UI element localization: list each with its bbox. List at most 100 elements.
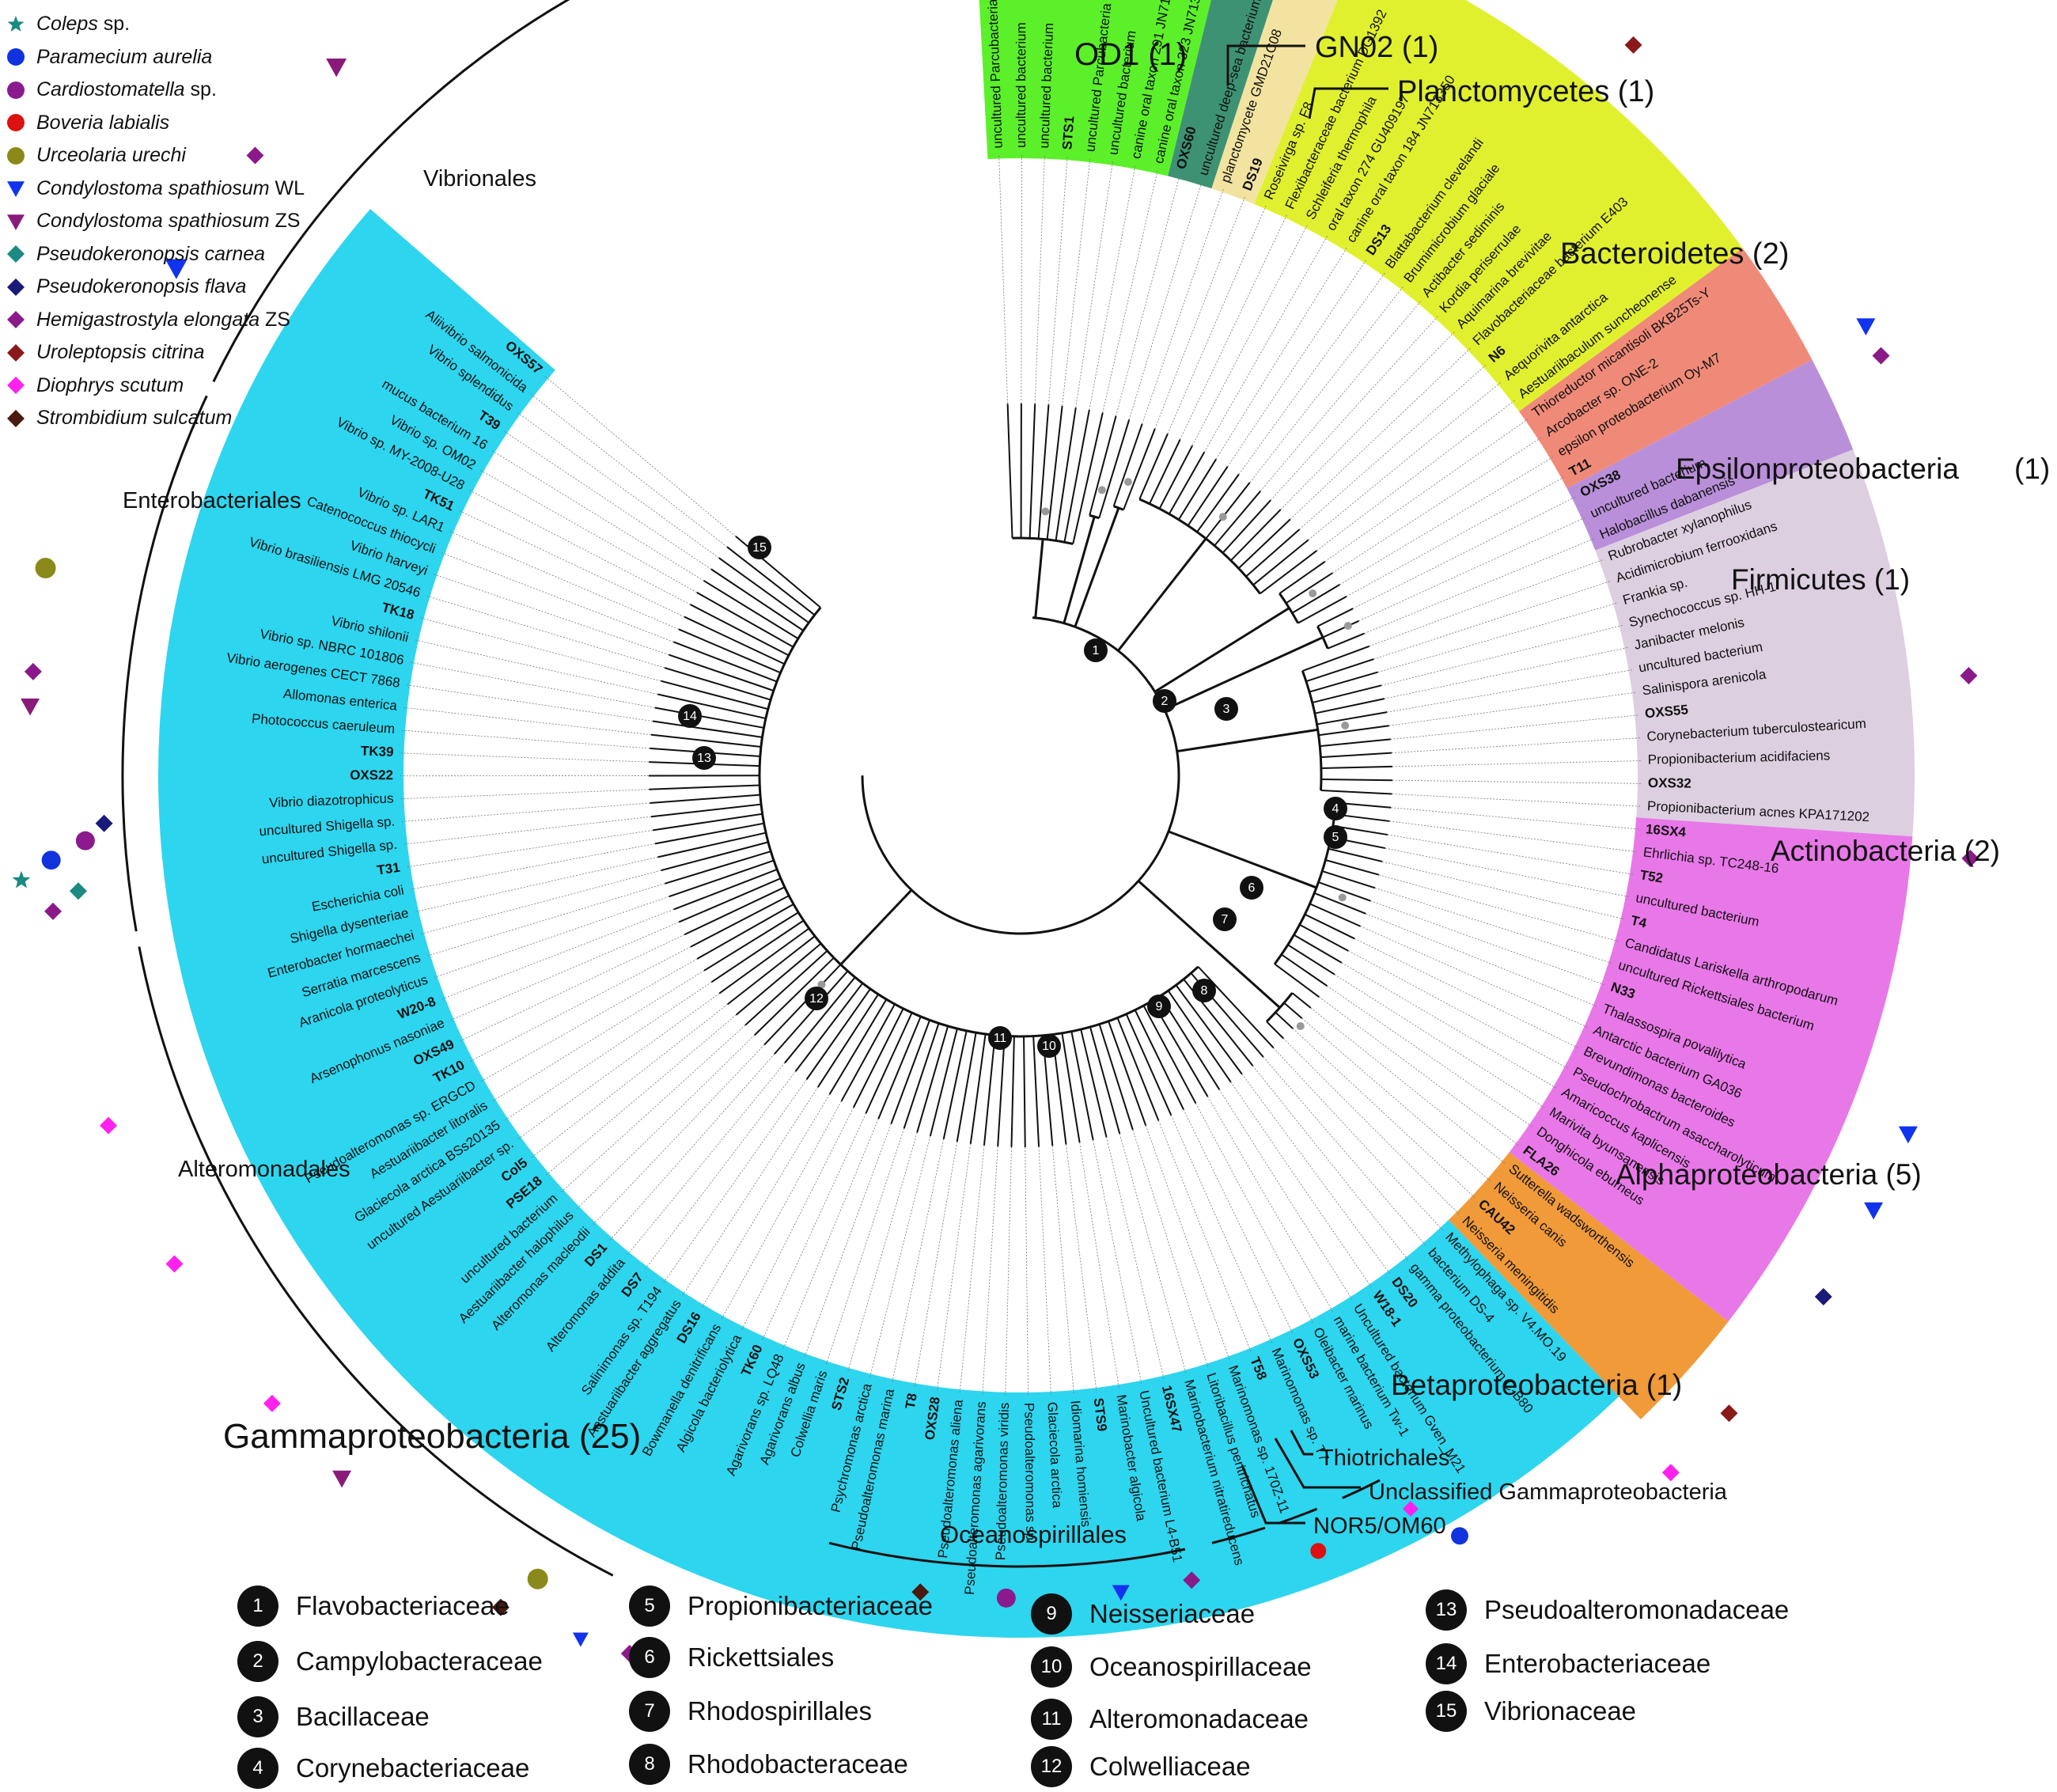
terminal-branch [1320, 779, 1392, 782]
terminal-branch [649, 784, 760, 790]
host-marker [75, 831, 95, 851]
leaf-connector [441, 909, 674, 1000]
terminal-branch [1266, 1021, 1284, 1040]
family-node-number: 1 [1093, 644, 1100, 657]
host-marker [1872, 347, 1890, 365]
terminal-branch [1312, 684, 1382, 704]
host-marker [69, 882, 87, 900]
order-label-thiotrichales: Thiotrichales [1320, 1445, 1449, 1471]
clade-branch [758, 606, 1199, 1038]
terminal-branch [1187, 466, 1229, 526]
terminal-branch [696, 591, 794, 648]
leaf-connector [516, 411, 719, 559]
terminal-branch [678, 628, 781, 674]
diamond-icon [7, 409, 25, 427]
family-name: Oceanospirillaceae [1089, 1652, 1312, 1681]
leaf-connector [825, 1128, 905, 1366]
leaf-connector [1066, 1144, 1097, 1392]
terminal-branch [1149, 439, 1181, 505]
terminal-branch [1196, 473, 1240, 532]
terminal-branch [1032, 1036, 1040, 1147]
terminal-branch [727, 935, 816, 1006]
leaf-connector [1387, 834, 1634, 875]
terminal-branch [1320, 789, 1392, 795]
leaf-connector [1227, 259, 1367, 467]
leaf-connector [531, 1004, 728, 1158]
terminal-branch [865, 1012, 913, 1114]
leaf-connector [400, 752, 650, 763]
order-arc-vibrionales [212, 0, 570, 383]
terminal-branch [1286, 572, 1333, 604]
leaf-connector [892, 1138, 945, 1384]
leaf-connector [433, 574, 669, 655]
terminal-branch [657, 832, 767, 858]
terminal-branch [1328, 847, 1383, 862]
leaf-connector [1021, 154, 1022, 404]
leaf-connector [1038, 1146, 1051, 1396]
family-node-marker [1240, 876, 1263, 900]
host-marker [165, 259, 188, 279]
terminal-branch [650, 803, 762, 818]
legend-species-binomial: Diophrys scutum [36, 373, 184, 396]
legend-species-binomial: Boveria labialis [36, 111, 170, 134]
leaf-connector [544, 376, 737, 537]
terminal-branch [1072, 412, 1104, 544]
phylum-sector [1518, 248, 1813, 489]
terminal-branch [1177, 458, 1218, 521]
legend-species-suffix: ZS [259, 308, 290, 331]
legend-item: Condylostoma spathiosum ZS [6, 205, 418, 238]
leaf-connector [998, 154, 1008, 404]
callout-line-nor5 [1241, 1464, 1305, 1525]
terminal-branch [1316, 608, 1354, 627]
legend-species-binomial: Pseudokeronopsis flava [36, 275, 247, 298]
terminal-branch [1316, 711, 1388, 726]
family-name: Campylobacteraceae [296, 1646, 543, 1676]
bootstrap-dot [1341, 722, 1350, 730]
leaf-connector [1230, 1082, 1373, 1288]
host-marker [1661, 1464, 1680, 1482]
family-node-marker [678, 704, 702, 728]
family-node-marker [1147, 995, 1171, 1018]
callout-line-planctomycetes [1308, 87, 1388, 119]
leaf-connector [1270, 315, 1439, 501]
terminal-branch [661, 680, 769, 710]
terminal-branch [726, 546, 816, 616]
leaf-connector [1167, 204, 1267, 434]
terminal-branch [1320, 752, 1392, 759]
host-marker [24, 662, 42, 680]
leaf-connector [1324, 418, 1529, 563]
terminal-branch [1063, 409, 1090, 543]
leaf-connector [1089, 165, 1136, 411]
family-name: Rickettsiales [688, 1642, 835, 1672]
leaf-connector [937, 1143, 972, 1391]
family-name: Pseudoalteromonadaceae [1484, 1595, 1790, 1624]
legend-item: Coleps sp. [6, 8, 418, 41]
terminal-branch [1055, 407, 1077, 541]
leaf-label: T31 [376, 860, 401, 878]
leaf-connector [1377, 602, 1618, 672]
phylum-sector [1509, 817, 1913, 1322]
terminal-branch [763, 964, 842, 1046]
phylum-label-actinobacteria: Actinobacteria (2) [1771, 835, 2000, 867]
bootstrap-dot [1296, 1022, 1305, 1031]
terminal-branch [710, 568, 804, 631]
family-node-number: 4 [1332, 802, 1339, 816]
terminal-branch [1108, 1021, 1147, 1126]
terminal-branch [1089, 1026, 1121, 1135]
terminal-branch [1197, 966, 1275, 1049]
leaf-connector [1005, 1146, 1012, 1396]
family-node-badge: 7 [629, 1691, 670, 1732]
terminal-branch [1158, 445, 1194, 510]
legend-species-binomial: Pseudokeronopsis carnea [36, 242, 266, 265]
clade-branch [1301, 670, 1323, 791]
legend-species-name: Hemigastrostyla elongata ZS [36, 309, 290, 332]
family-name: Neisseriaceae [1089, 1599, 1256, 1628]
family-name: Enterobacteriaceae [1484, 1649, 1711, 1678]
leaf-connector [1392, 737, 1641, 754]
family-node-badge: 9 [1031, 1593, 1072, 1635]
terminal-branch [1175, 984, 1243, 1075]
leaf-connector [1142, 188, 1224, 424]
host-marker [35, 558, 56, 579]
legend-species-name: Diophrys scutum [36, 374, 184, 397]
legend-item: Hemigastrostyla elongata ZS [6, 304, 418, 337]
